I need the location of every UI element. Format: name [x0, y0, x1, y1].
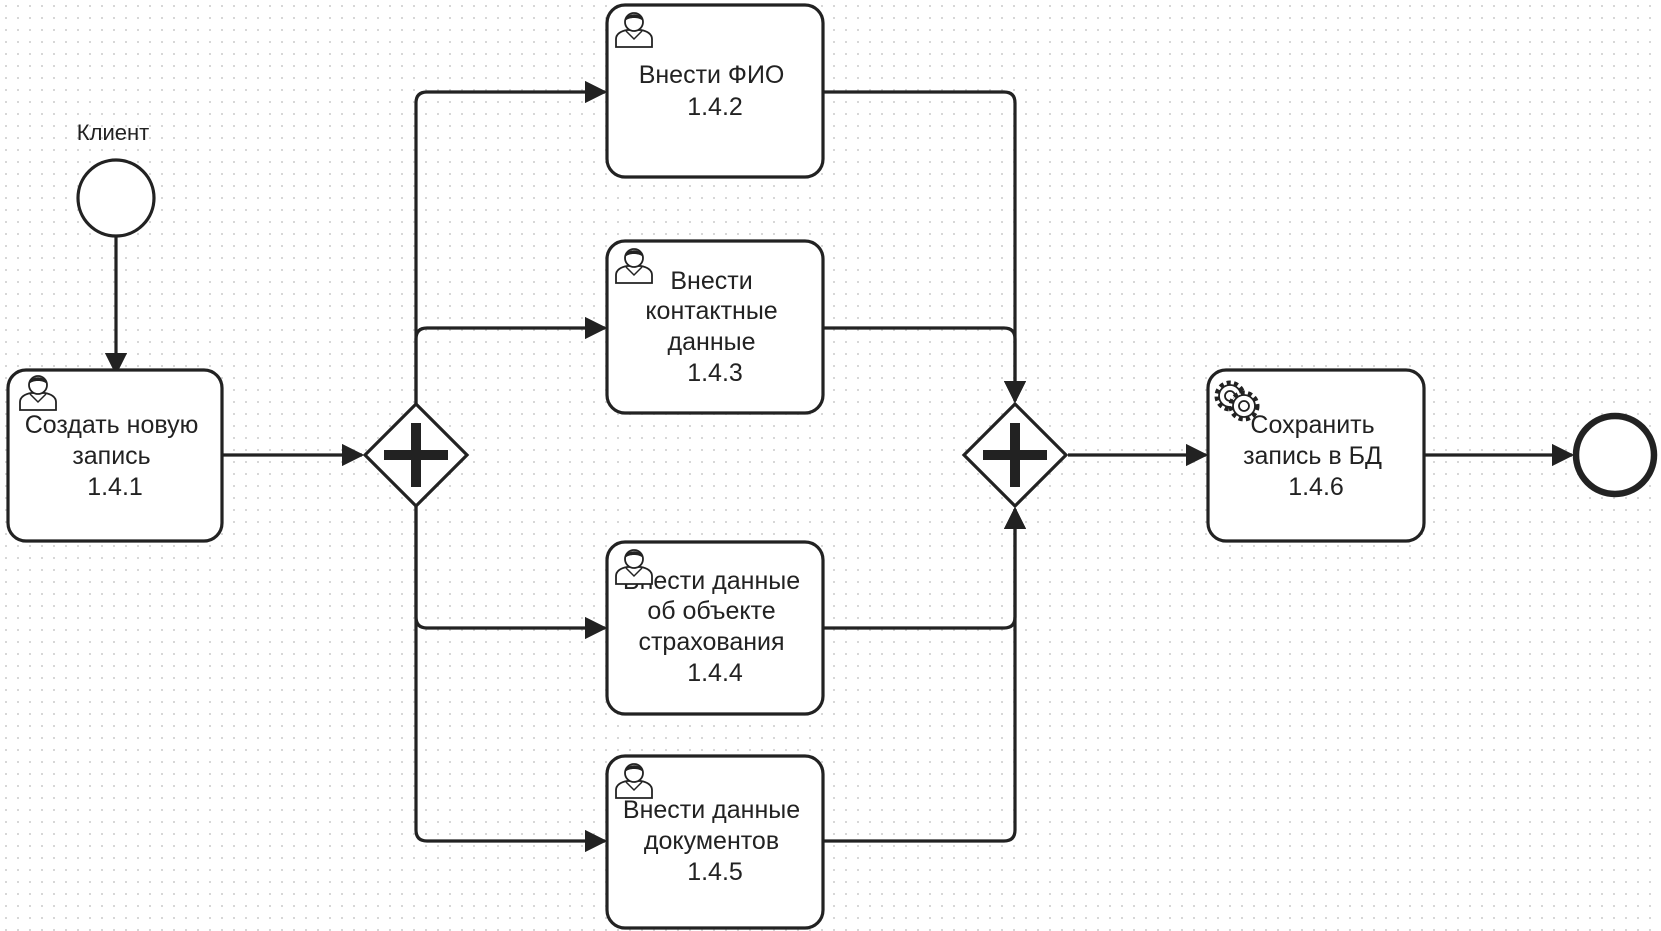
plus-icon: [384, 423, 448, 487]
start-event-label: Клиент: [77, 120, 149, 145]
plus-icon: [983, 423, 1047, 487]
task-label: Внести данные об объекте страхования 1.4…: [623, 567, 807, 687]
task-enter-full-name[interactable]: Внести ФИО 1.4.2: [605, 3, 825, 179]
parallel-gateway-split[interactable]: [362, 401, 470, 509]
flow-split-to-task-4: [414, 506, 608, 640]
flow-split-to-task-2: [414, 80, 608, 404]
flow-task-2-to-join: [823, 90, 1027, 404]
gear-icon: [1214, 380, 1260, 422]
end-event[interactable]: [1572, 412, 1658, 498]
start-event-circle: [76, 158, 156, 238]
flow-task-5-to-join: [823, 506, 1027, 843]
flow-split-to-task-3: [414, 316, 608, 404]
task-enter-insured-object-data[interactable]: Внести данные об объекте страхования 1.4…: [605, 540, 825, 716]
end-event-circle: [1572, 412, 1658, 498]
sequence-flows: [104, 80, 1575, 853]
flow-split-to-task-5: [414, 506, 608, 853]
task-enter-documents-data[interactable]: Внести данные документов 1.4.5: [605, 754, 825, 930]
flow-task-3-to-join: [823, 326, 1027, 404]
task-label: Внести данные документов 1.4.5: [623, 796, 807, 886]
flow-task-4-to-join: [823, 506, 1027, 630]
task-label: Внести ФИО 1.4.2: [639, 61, 792, 121]
task-enter-contact-data[interactable]: Внести контактные данные 1.4.3: [605, 239, 825, 415]
parallel-gateway-join[interactable]: [961, 401, 1069, 509]
task-label: Внести контактные данные 1.4.3: [645, 267, 784, 387]
start-event[interactable]: Клиент: [76, 120, 156, 238]
task-create-record[interactable]: Создать новую запись 1.4.1: [6, 368, 224, 543]
task-save-record-to-db[interactable]: Сохранить запись в БД 1.4.6: [1206, 368, 1426, 543]
task-label: Создать новую запись 1.4.1: [25, 411, 206, 501]
task-label: Сохранить запись в БД 1.4.6: [1243, 411, 1389, 501]
